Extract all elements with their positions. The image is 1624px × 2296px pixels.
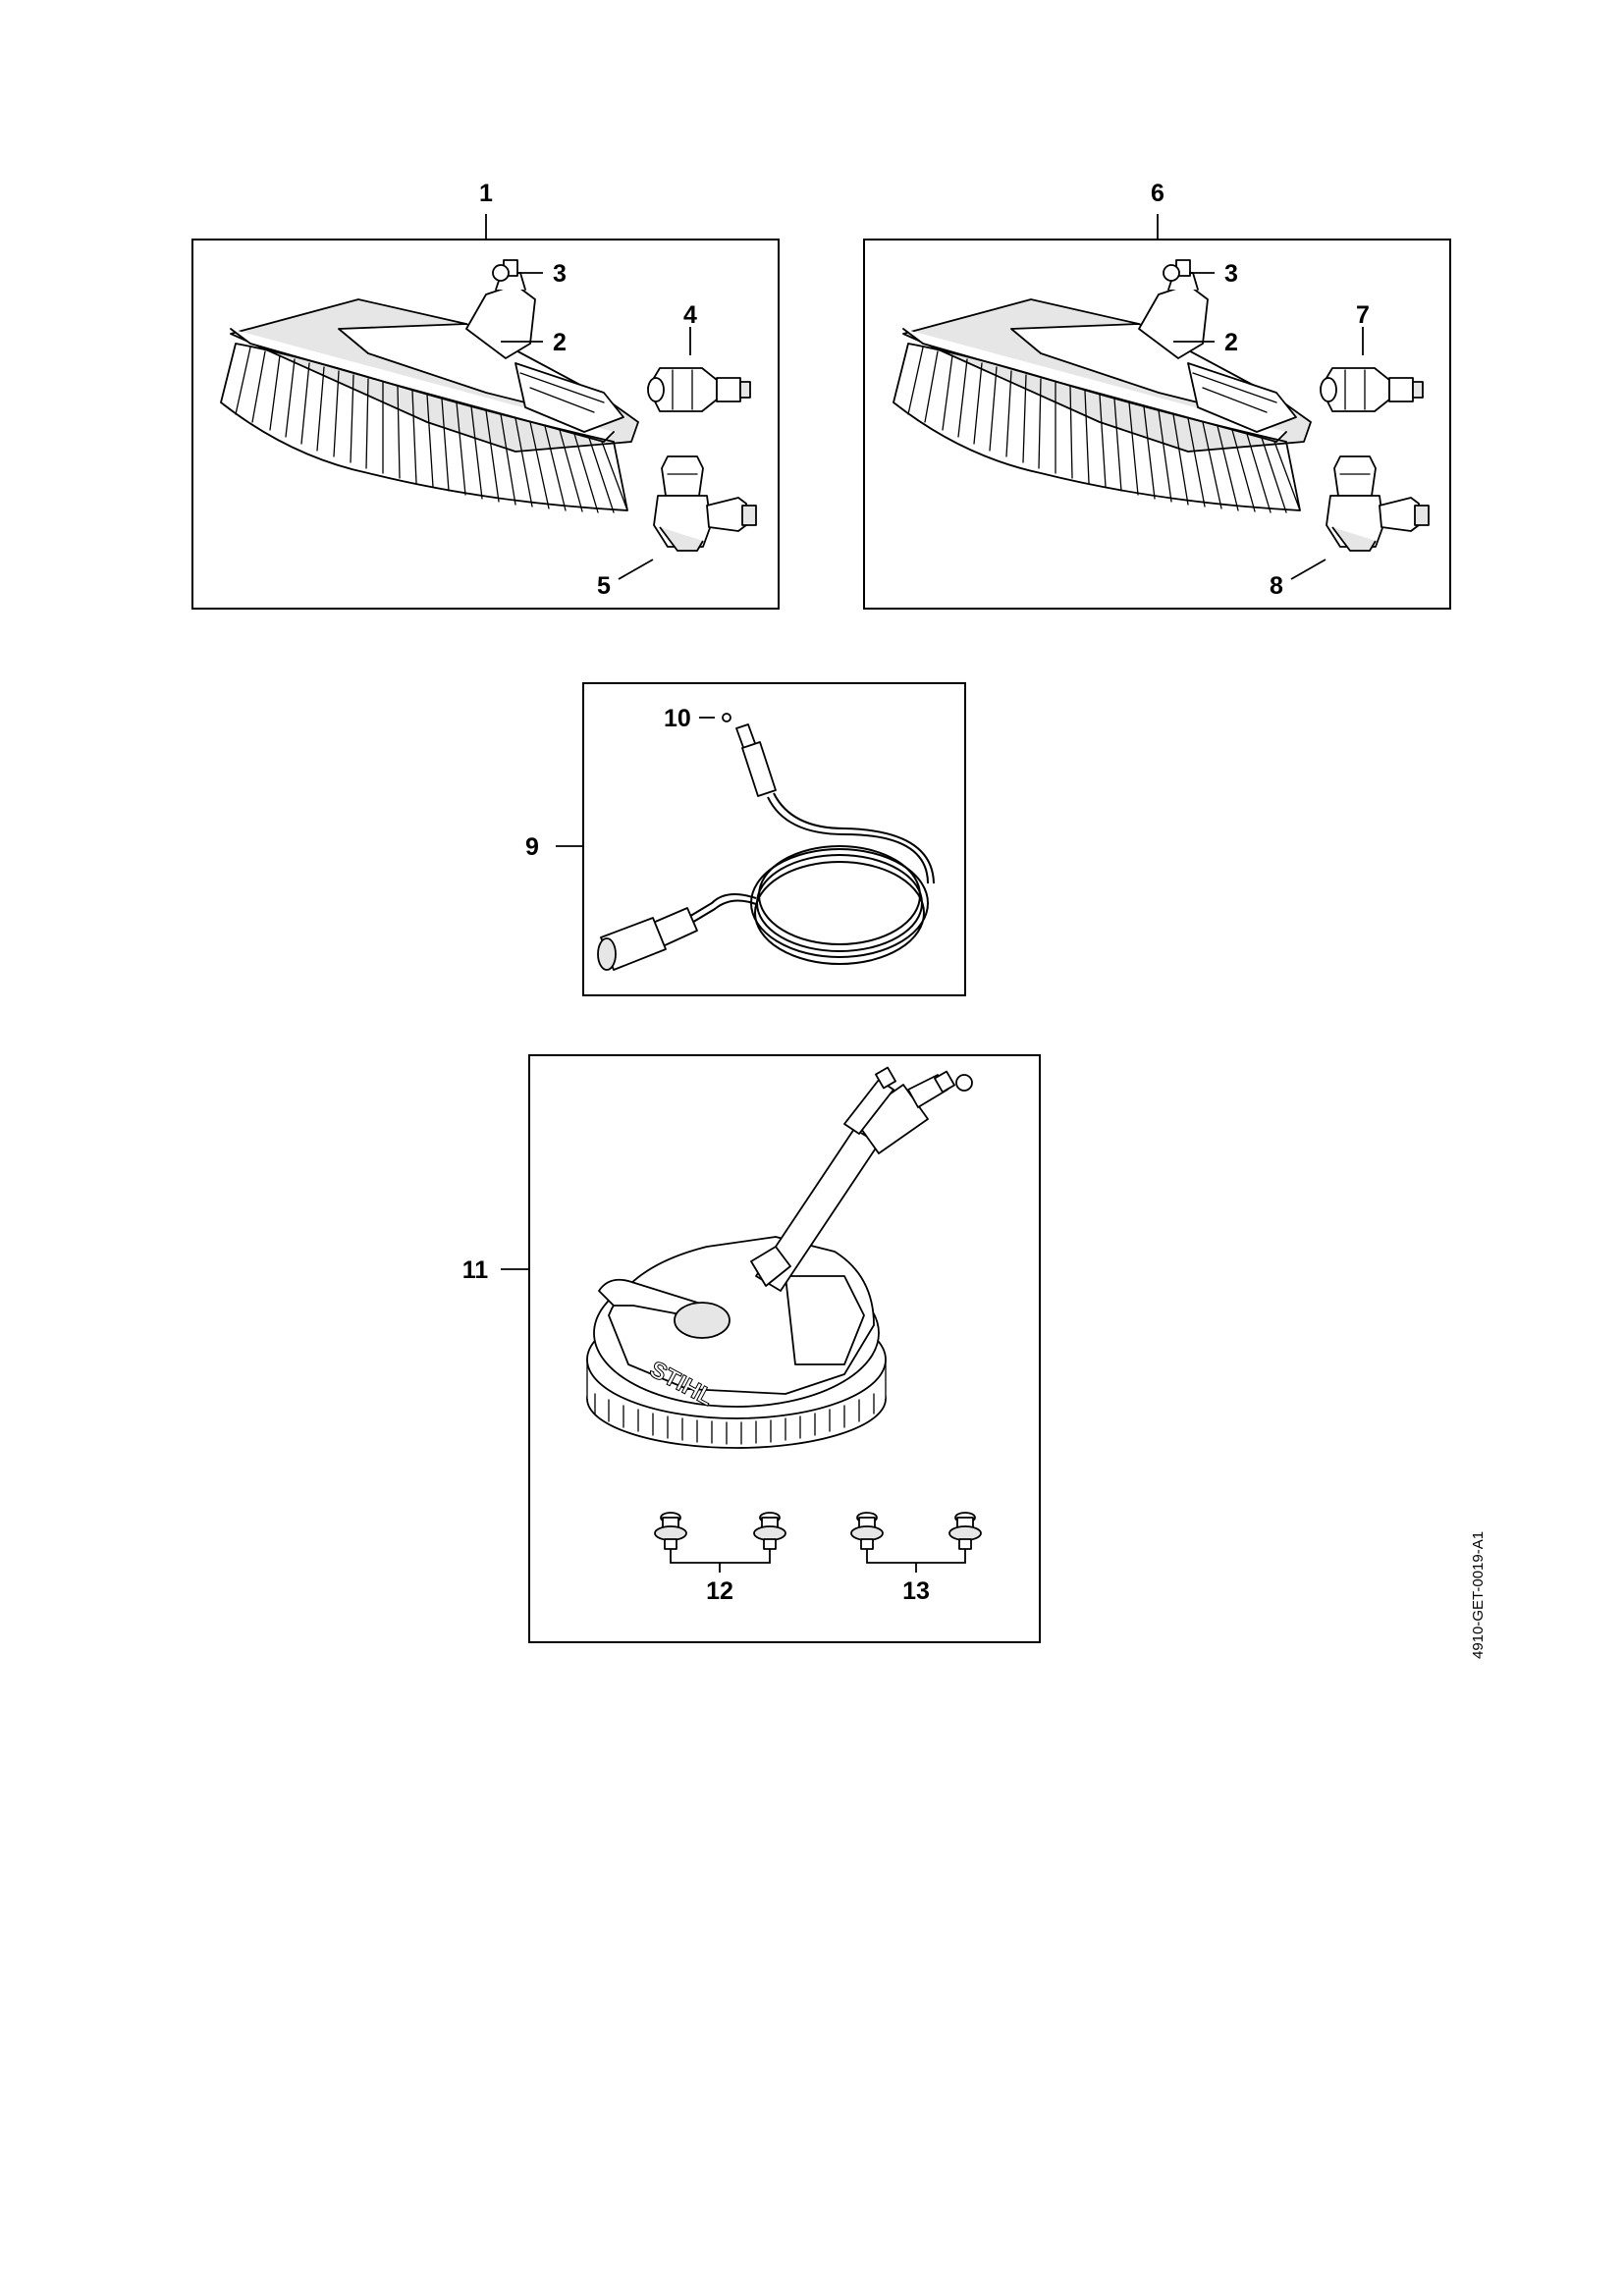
callout-2a: 2 [553, 329, 567, 356]
callout-5: 5 [597, 572, 611, 600]
panel-9-frame [582, 682, 966, 996]
document-code: 4910-GET-0019-A1 [1470, 1531, 1487, 1659]
nozzle-insert-13b [948, 1512, 982, 1550]
callout-2b: 2 [1224, 329, 1238, 356]
nozzle-insert-12b [753, 1512, 786, 1550]
callout-8: 8 [1270, 572, 1283, 600]
nozzle-insert-13a [850, 1512, 884, 1550]
extension-hose [597, 723, 935, 971]
callout-4: 4 [683, 301, 697, 329]
panel-11-frame [528, 1054, 1041, 1643]
callout-12: 12 [706, 1577, 733, 1605]
callout-3b: 3 [1224, 260, 1238, 288]
wash-brush-6 [893, 259, 1312, 513]
wash-brush-1 [220, 259, 639, 513]
angled-nozzle-8 [1326, 455, 1430, 552]
rotor-nozzle-7 [1320, 367, 1424, 412]
surface-cleaner: STIHL [586, 1066, 973, 1449]
angled-nozzle-5 [653, 455, 757, 552]
callout-11: 11 [462, 1256, 489, 1284]
callout-6: 6 [1151, 180, 1164, 207]
callout-13: 13 [902, 1577, 930, 1605]
callout-9: 9 [525, 833, 539, 861]
callout-1: 1 [479, 180, 493, 207]
rotor-nozzle-4 [647, 367, 751, 412]
callout-7: 7 [1356, 301, 1370, 329]
callout-10: 10 [664, 705, 691, 732]
callout-3a: 3 [553, 260, 567, 288]
nozzle-insert-12a [654, 1512, 687, 1550]
